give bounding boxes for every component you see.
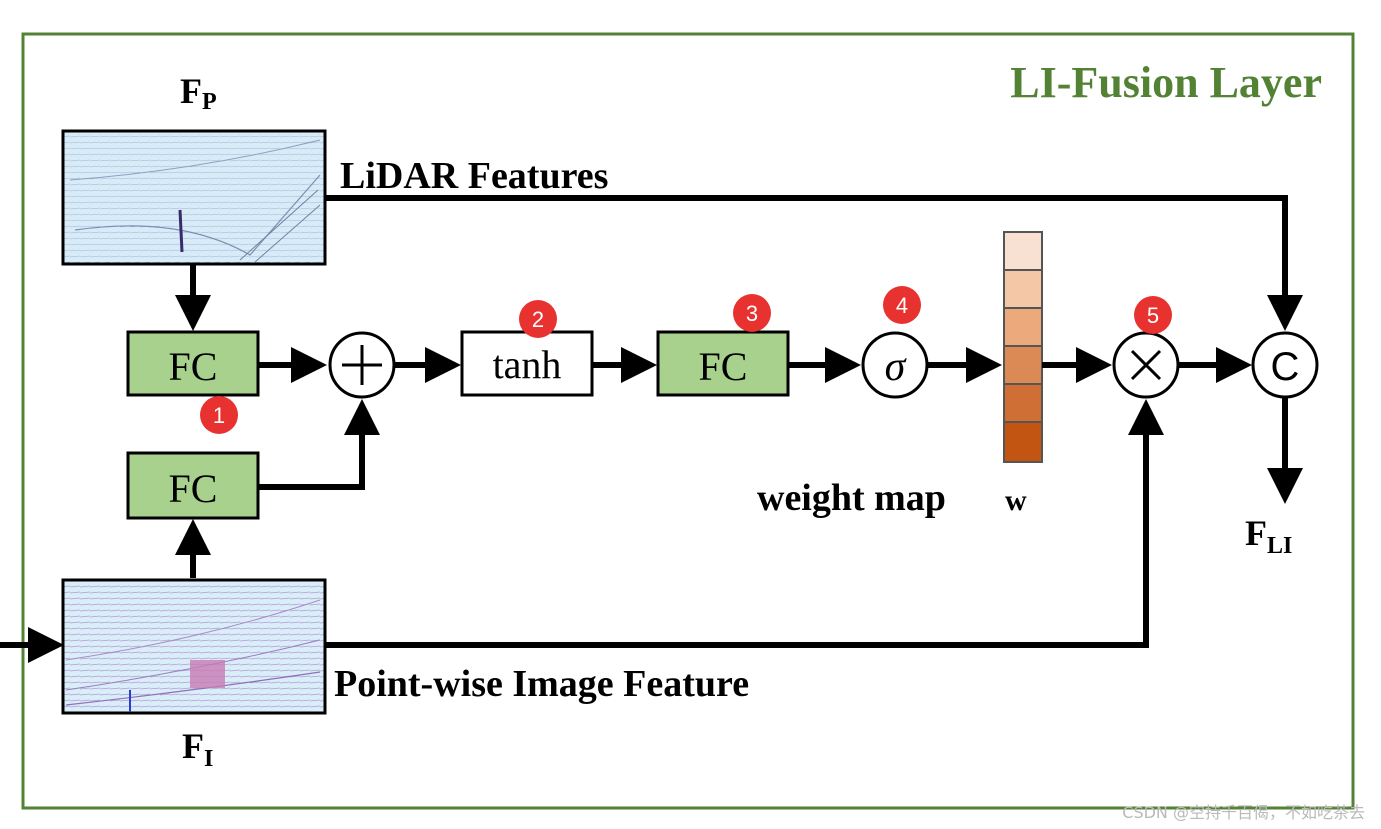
image-feature-image xyxy=(61,578,327,715)
fp-label: FP xyxy=(180,71,217,115)
svg-text:2: 2 xyxy=(532,307,544,332)
svg-text:FC: FC xyxy=(699,344,748,389)
svg-text:1: 1 xyxy=(213,403,225,428)
badge-5: 5 xyxy=(1134,296,1172,334)
arrow-fcimg-to-plus xyxy=(258,399,380,490)
diagram-title: LI-Fusion Layer xyxy=(1010,58,1322,107)
svg-text:C: C xyxy=(1271,345,1300,389)
tanh-block: tanh xyxy=(460,330,594,397)
arrow-image-to-multiply xyxy=(325,399,1164,648)
sigmoid-operator: σ xyxy=(861,331,929,399)
svg-text:FC: FC xyxy=(169,466,218,511)
concat-operator: C xyxy=(1251,331,1319,399)
svg-text:4: 4 xyxy=(896,293,908,318)
fc-image-block: FC xyxy=(126,451,260,520)
svg-text:σ: σ xyxy=(885,344,908,390)
badge-4: 4 xyxy=(883,286,921,324)
fli-label: FLI xyxy=(1245,513,1292,559)
badge-3: 3 xyxy=(733,294,771,332)
svg-text:5: 5 xyxy=(1147,303,1159,328)
fc-lidar-block: FC xyxy=(126,330,260,397)
svg-text:3: 3 xyxy=(746,301,758,326)
svg-text:FC: FC xyxy=(169,344,218,389)
weight-map xyxy=(1003,231,1043,463)
watermark: CSDN @空持千百偈，不如吃茶去 xyxy=(1122,803,1365,822)
badge-1: 1 xyxy=(200,396,238,434)
fc-weight-block: FC xyxy=(656,330,790,397)
multiply-operator xyxy=(1112,331,1180,399)
lidar-features-label: LiDAR Features xyxy=(340,155,608,197)
image-feature-label: Point-wise Image Feature xyxy=(334,663,749,705)
arrow-lidar-to-concat xyxy=(325,195,1303,331)
add-operator xyxy=(328,331,396,399)
svg-text:tanh: tanh xyxy=(493,342,562,387)
fi-label: FI xyxy=(182,726,213,772)
lidar-feature-image xyxy=(61,129,327,266)
badge-2: 2 xyxy=(519,300,557,338)
layer-frame xyxy=(21,32,1355,810)
